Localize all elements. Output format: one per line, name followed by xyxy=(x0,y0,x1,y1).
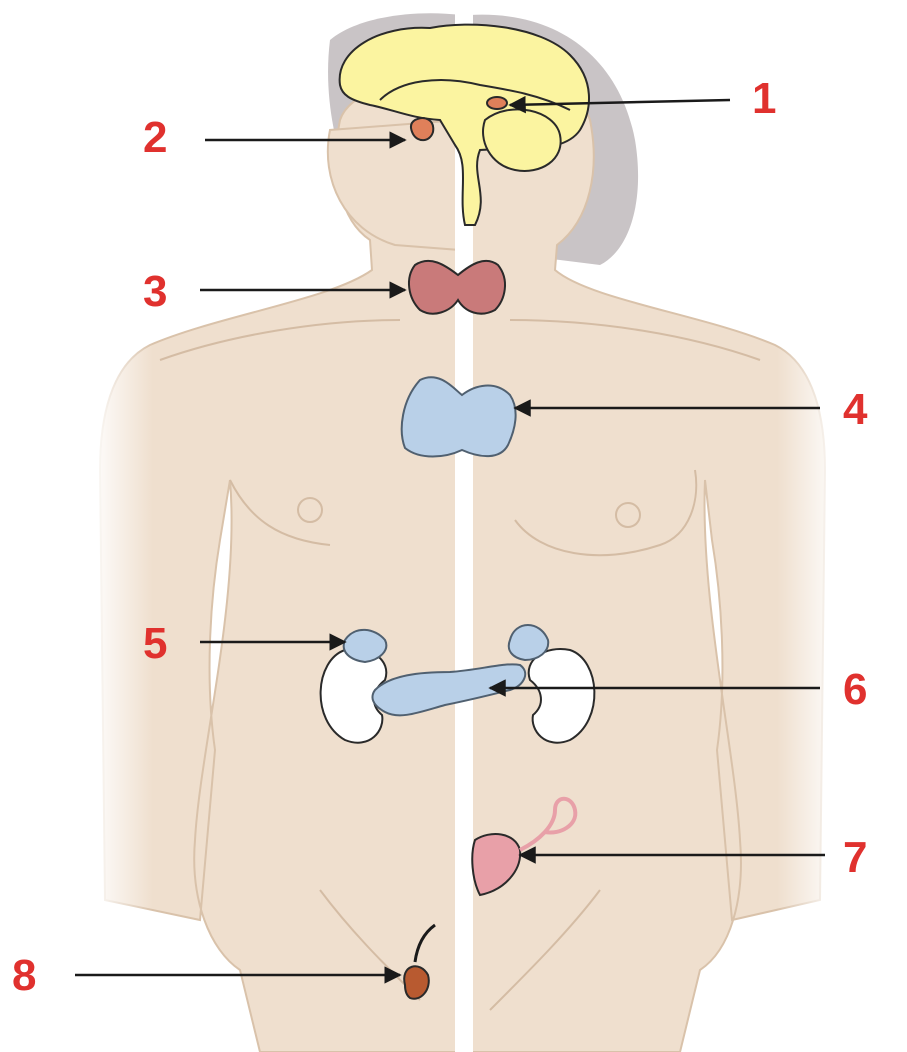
kidney-left xyxy=(319,648,388,744)
testis xyxy=(403,965,430,1000)
groin-line-right xyxy=(489,889,601,1011)
pancreas xyxy=(371,663,527,717)
kidney-right xyxy=(527,648,596,744)
label-5: 5 xyxy=(143,619,167,668)
pineal-gland xyxy=(486,96,508,110)
arrow-1 xyxy=(508,95,731,114)
pituitary-gland xyxy=(409,117,435,142)
ovary-uterus xyxy=(471,833,522,897)
center-divider xyxy=(455,0,473,1052)
brain-fold xyxy=(379,79,571,111)
fade-right xyxy=(660,300,840,1052)
fallopian-tube xyxy=(519,796,578,852)
label-8: 8 xyxy=(12,951,36,1000)
label-2: 2 xyxy=(143,113,167,162)
label-1: 1 xyxy=(752,74,776,123)
spermatic-cord xyxy=(413,923,436,963)
label-3: 3 xyxy=(143,267,167,316)
nipple-left xyxy=(297,497,323,523)
nipple-right xyxy=(615,502,641,528)
label-7: 7 xyxy=(843,833,867,882)
adrenal-gland-right xyxy=(507,624,550,662)
label-6: 6 xyxy=(843,665,867,714)
thyroid-gland xyxy=(408,259,506,315)
fade-left xyxy=(90,300,270,1052)
thymus-gland xyxy=(400,376,517,458)
face-left xyxy=(326,118,461,252)
adrenal-gland-left xyxy=(342,628,388,664)
label-4: 4 xyxy=(843,385,868,434)
